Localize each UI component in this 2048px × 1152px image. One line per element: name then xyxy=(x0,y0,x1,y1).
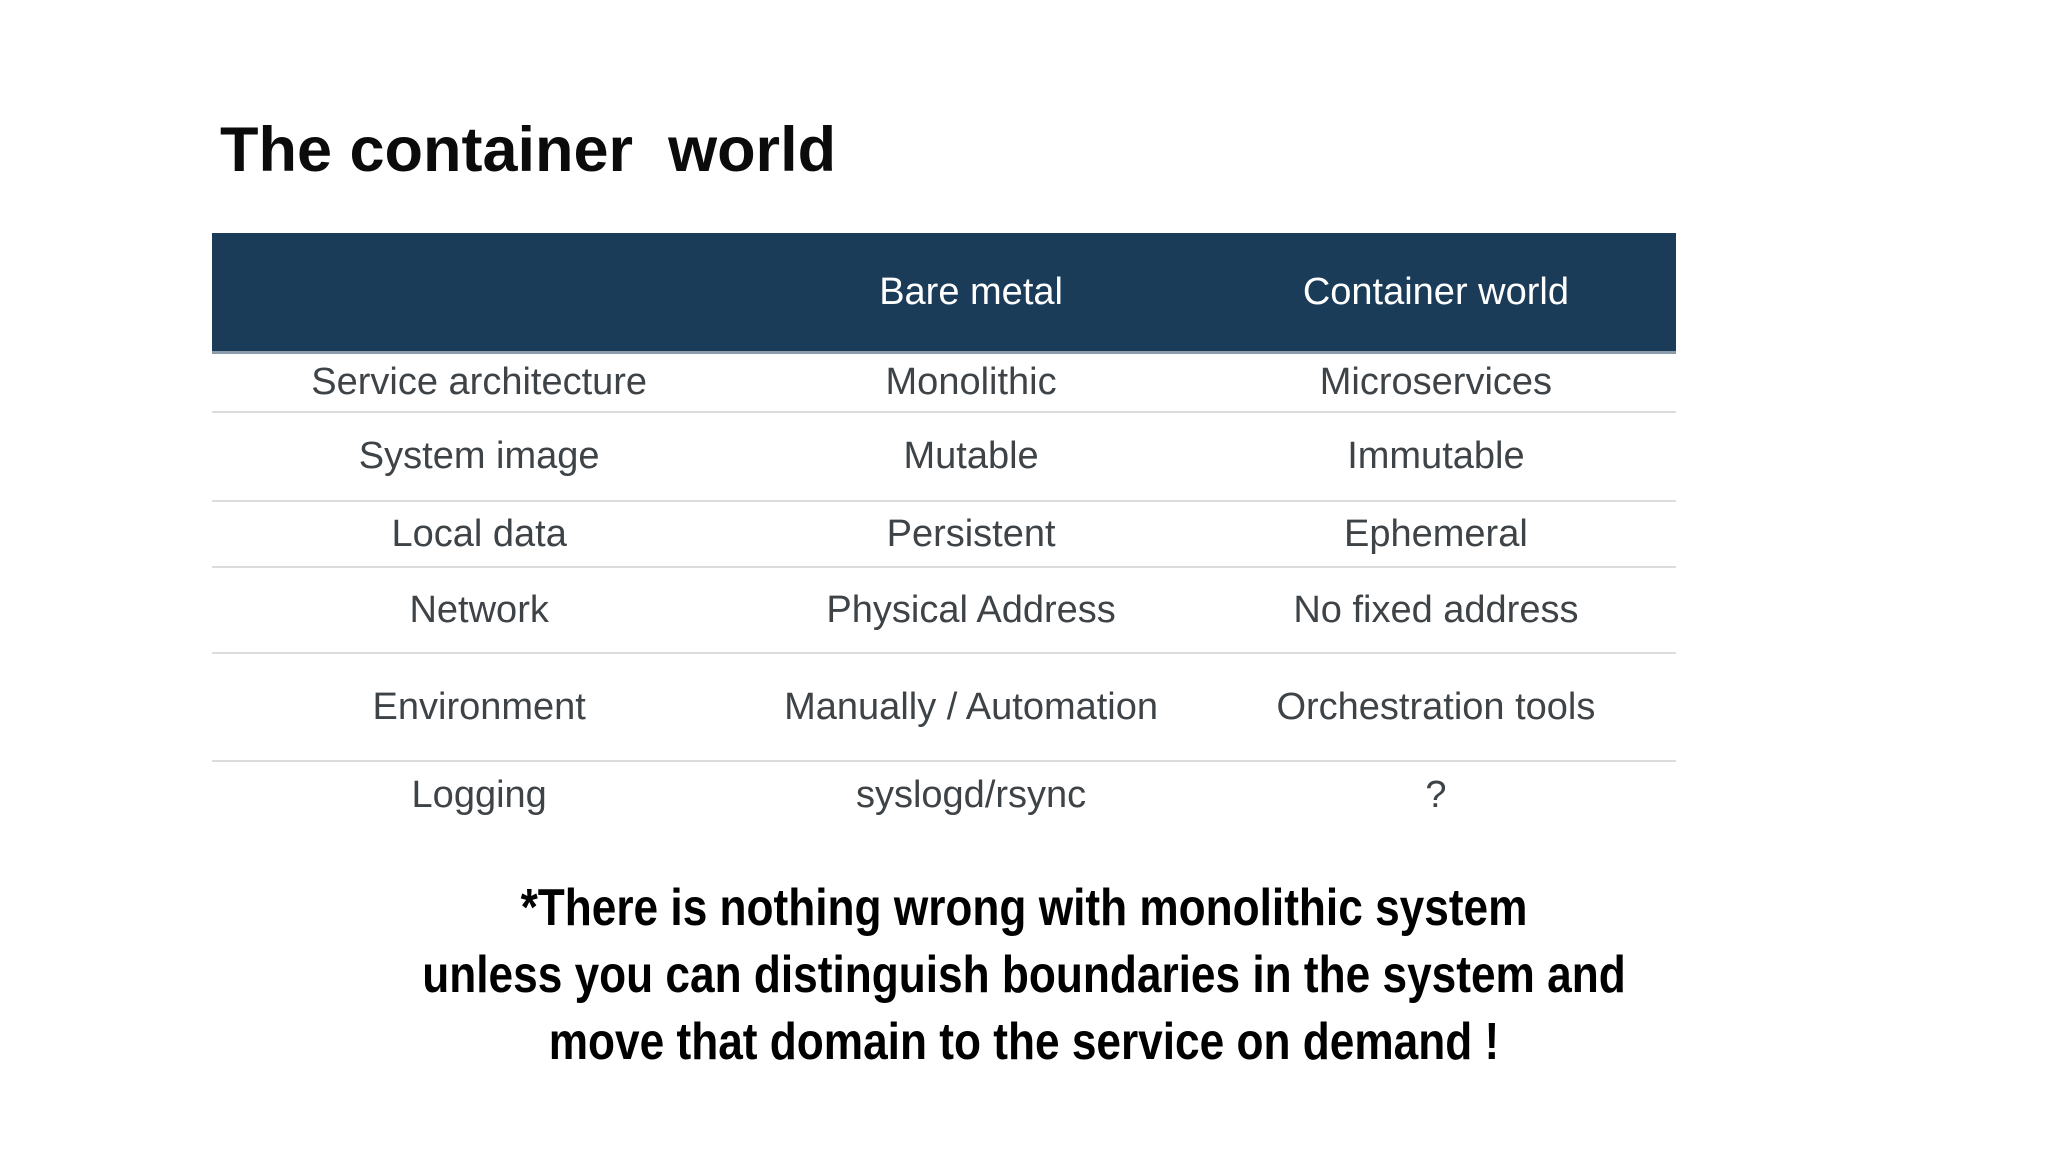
header-cell-container-world: Container world xyxy=(1195,233,1676,354)
table-row: Logging syslogd/rsync ? xyxy=(212,761,1676,828)
footnote-line-3: move that domain to the service on deman… xyxy=(548,1013,1500,1071)
row-label: Logging xyxy=(212,761,747,828)
footnote-line-1: *There is nothing wrong with monolithic … xyxy=(520,879,1528,937)
row-label: Network xyxy=(212,567,747,653)
bare-metal-cell: Persistent xyxy=(746,501,1196,567)
table-header-row: Bare metal Container world xyxy=(212,233,1676,354)
container-world-cell: No fixed address xyxy=(1195,567,1676,653)
container-world-cell: ? xyxy=(1195,761,1676,828)
table-row: Network Physical Address No fixed addres… xyxy=(212,567,1676,653)
header-cell-row-labels xyxy=(212,233,747,354)
bare-metal-cell: Manually / Automation xyxy=(746,653,1196,761)
row-label: Service architecture xyxy=(212,352,747,412)
row-label: Local data xyxy=(212,501,747,567)
footnote-line-2: unless you can distinguish boundaries in… xyxy=(422,946,1626,1004)
table-row: Local data Persistent Ephemeral xyxy=(212,501,1676,567)
table-row: Environment Manually / Automation Orches… xyxy=(212,653,1676,761)
comparison-table: Bare metal Container world Service archi… xyxy=(212,233,1676,828)
footnote: *There is nothing wrong with monolithic … xyxy=(154,875,1895,1076)
row-label: System image xyxy=(212,412,747,501)
row-label: Environment xyxy=(212,653,747,761)
bare-metal-cell: Monolithic xyxy=(746,352,1196,412)
container-world-cell: Microservices xyxy=(1195,352,1676,412)
bare-metal-cell: syslogd/rsync xyxy=(746,761,1196,828)
slide-title: The container world xyxy=(220,115,837,185)
bare-metal-cell: Physical Address xyxy=(746,567,1196,653)
header-cell-bare-metal: Bare metal xyxy=(746,233,1196,354)
container-world-cell: Ephemeral xyxy=(1195,501,1676,567)
container-world-cell: Orchestration tools xyxy=(1195,653,1676,761)
container-world-cell: Immutable xyxy=(1195,412,1676,501)
bare-metal-cell: Mutable xyxy=(746,412,1196,501)
table-row: System image Mutable Immutable xyxy=(212,412,1676,501)
table-row: Service architecture Monolithic Microser… xyxy=(212,352,1676,412)
